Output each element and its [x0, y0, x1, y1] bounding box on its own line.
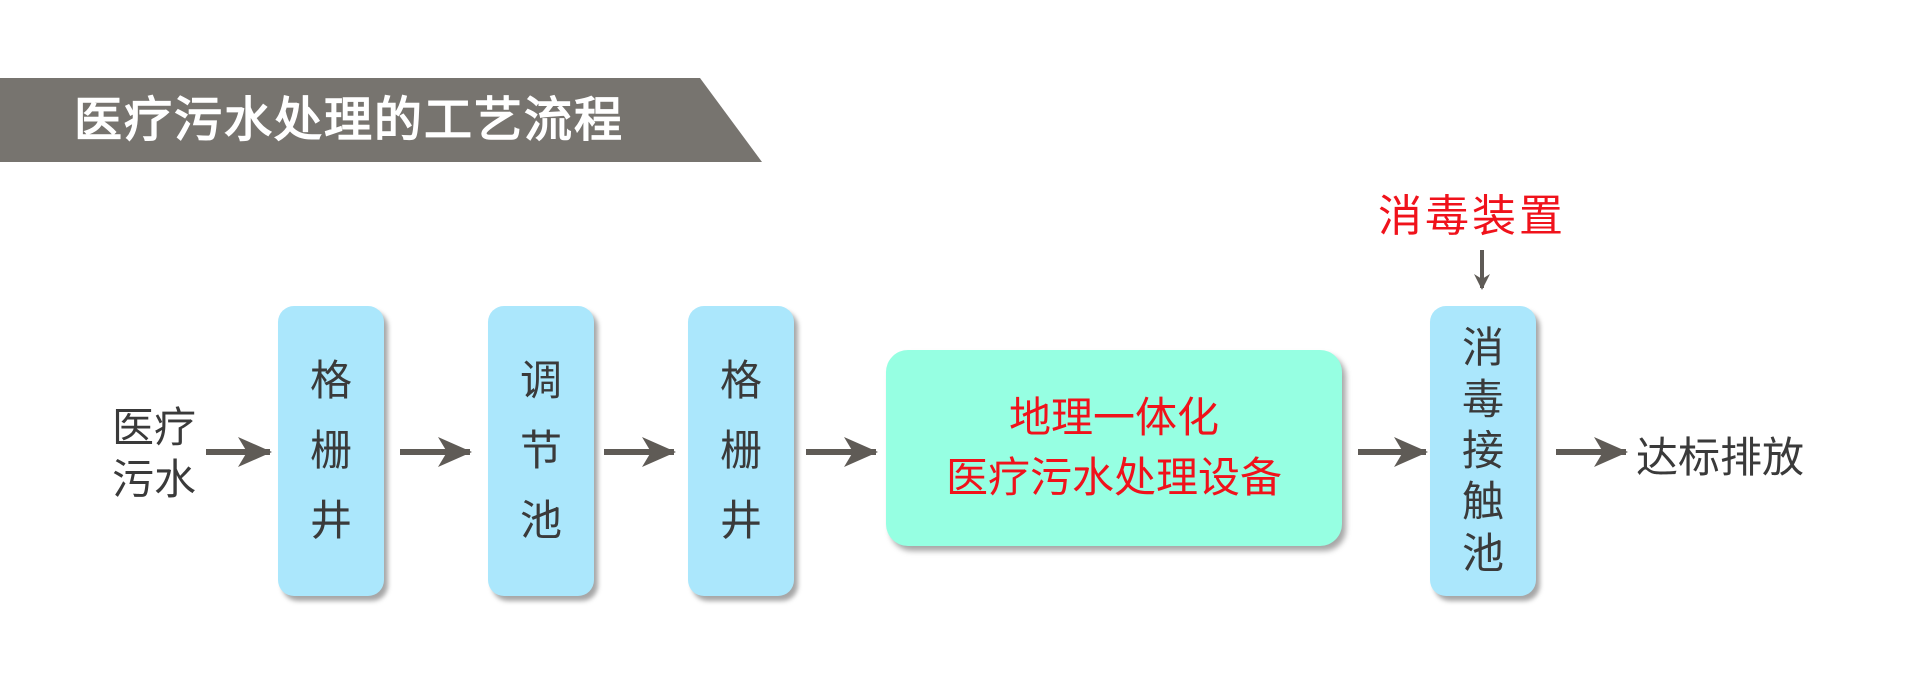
step-box-bar-screen-well-2: 格 栅 井 — [688, 306, 794, 596]
step-1-char-1: 格 — [309, 356, 352, 405]
step-3-char-3: 井 — [719, 496, 762, 545]
disinfection-device-label: 消毒装置 — [1378, 191, 1566, 242]
step-3-char-2: 栅 — [719, 426, 762, 475]
step-2-char-3: 池 — [519, 496, 562, 545]
source-label: 医疗 污水 — [104, 402, 204, 506]
step-box-disinfection-contact-tank: 消 毒 接 触 池 — [1430, 306, 1536, 596]
contact-tank-char-1: 消 — [1461, 323, 1504, 373]
banner-shape — [0, 78, 762, 162]
source-label-line1: 医疗 — [111, 403, 196, 452]
source-label-line2: 污水 — [111, 455, 196, 504]
contact-tank-char-4: 触 — [1461, 477, 1504, 527]
step-box-regulating-tank: 调 节 池 — [488, 306, 594, 596]
output-label: 达标排放 — [1636, 433, 1805, 482]
main-equipment-box: 地理一体化 医疗污水处理设备 — [886, 350, 1342, 546]
diagram-title: 医疗污水处理的工艺流程 — [74, 92, 625, 148]
step-2-char-2: 节 — [519, 426, 562, 475]
main-equipment-line2: 医疗污水处理设备 — [945, 453, 1282, 502]
step-3-char-1: 格 — [719, 356, 762, 405]
step-box-bar-screen-well-1: 格 栅 井 — [278, 306, 384, 596]
contact-tank-char-3: 接 — [1461, 425, 1504, 475]
main-equipment-line1: 地理一体化 — [1008, 393, 1219, 442]
step-1-char-3: 井 — [309, 496, 352, 545]
title-banner: 医疗污水处理的工艺流程 — [0, 78, 762, 162]
contact-tank-char-5: 池 — [1461, 528, 1504, 578]
contact-tank-char-2: 毒 — [1461, 374, 1504, 424]
step-1-char-2: 栅 — [309, 426, 352, 475]
step-2-char-1: 调 — [519, 356, 562, 405]
